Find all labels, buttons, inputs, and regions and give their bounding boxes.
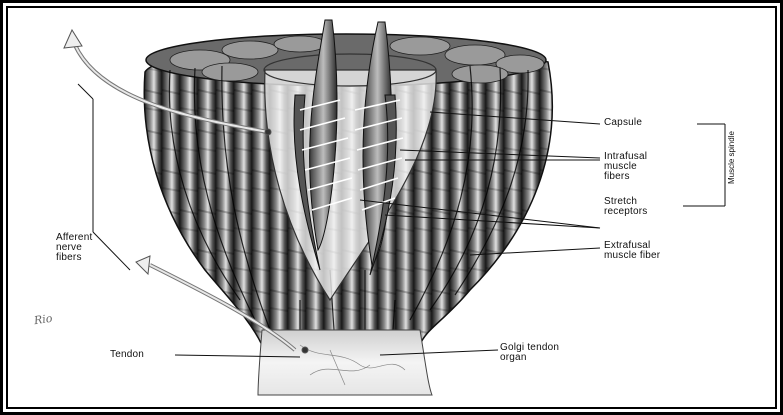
label-golgi-tendon-organ: Golgi tendon organ — [500, 343, 559, 363]
label-afferent-nerve-fibers: Afferent nerve fibers — [56, 233, 92, 263]
label-intrafusal-fibers: Intrafusal muscle fibers — [604, 152, 647, 182]
label-tendon: Tendon — [110, 350, 144, 360]
label-muscle-spindle: Muscle spindle — [727, 131, 736, 184]
label-extrafusal-fiber: Extrafusal muscle fiber — [604, 241, 660, 261]
label-stretch-receptors: Stretch receptors — [604, 197, 648, 217]
artist-signature: Rio — [33, 312, 53, 327]
label-capsule: Capsule — [604, 118, 642, 128]
